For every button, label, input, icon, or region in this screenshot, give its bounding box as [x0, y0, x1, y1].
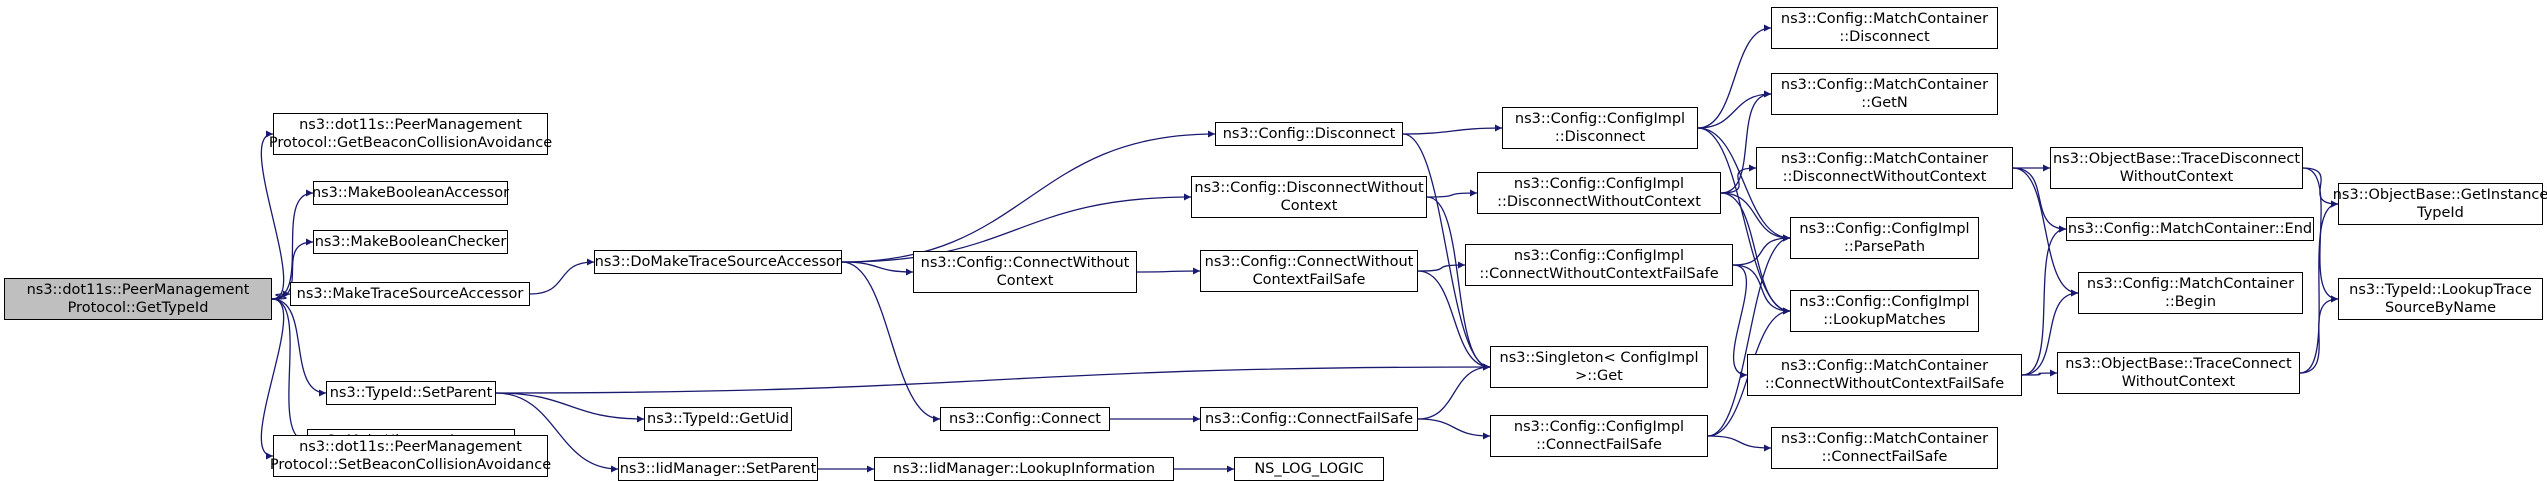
node-make-boolean-accessor[interactable]: ns3::MakeBooleanAccessor	[312, 181, 509, 205]
node-iid-manager-lookup-information[interactable]: ns3::IidManager::LookupInformation	[874, 457, 1174, 481]
edge-domake-to-cfgconnect	[841, 261, 941, 423]
node-match-container-end[interactable]: ns3::Config::MatchContainer::End	[2066, 217, 2314, 241]
edge-mcConnwofs-to-mcBegin	[2021, 289, 2079, 376]
edge-implConnfs-to-mcConnfs	[1707, 435, 1772, 452]
node-get-beacon-collision-avoidance[interactable]: ns3::dot11s::PeerManagement Protocol::Ge…	[269, 113, 552, 155]
edge-cfgconnwo-to-cfgconnwofs	[1136, 267, 1201, 275]
edge-cfgconnwofs-to-implConnwofs	[1417, 261, 1466, 272]
node-config-disconnect[interactable]: ns3::Config::Disconnect	[1215, 122, 1403, 146]
node-config-connect-fail-safe[interactable]: ns3::Config::ConnectFailSafe	[1200, 407, 1418, 431]
edge-setparent-to-getuid	[495, 392, 645, 423]
edge-mcDiscwo-to-mcBegin	[2012, 167, 2079, 297]
edge-obTraceConn-to-lookupTrace	[2299, 295, 2339, 374]
edge-root-to-setparent	[271, 298, 327, 397]
edge-implConnfs-to-parsepath	[1707, 234, 1791, 437]
node-match-container-connect-without-context-fail-safe[interactable]: ns3::Config::MatchContainer ::ConnectWit…	[1747, 354, 2022, 396]
node-match-container-disconnect-without-context[interactable]: ns3::Config::MatchContainer ::Disconnect…	[1756, 147, 2013, 189]
node-config-impl-connect-fail-safe[interactable]: ns3::Config::ConfigImpl ::ConnectFailSaf…	[1490, 415, 1708, 457]
node-match-container-begin[interactable]: ns3::Config::MatchContainer ::Begin	[2078, 272, 2303, 314]
node-type-id-set-parent[interactable]: ns3::TypeId::SetParent	[326, 381, 496, 405]
node-object-base-trace-disconnect-without-context[interactable]: ns3::ObjectBase::TraceDisconnect Without…	[2050, 147, 2303, 189]
edge-implConnwofs-to-parsepath	[1732, 234, 1791, 266]
node-type-id-lookup-trace-source-by-name[interactable]: ns3::TypeId::LookupTrace SourceByName	[2338, 278, 2543, 320]
edge-cfgconnwofs-to-singleton	[1417, 270, 1491, 371]
edge-implDiscwo-to-mcGetN	[1720, 90, 1772, 194]
node-peer-management-protocol-get-type-id: ns3::dot11s::PeerManagement Protocol::Ge…	[4, 278, 272, 320]
edge-root-to-setbeacon	[260, 298, 285, 460]
edge-cfgdisconnect-to-implDisconnect	[1402, 124, 1503, 135]
edge-setparent-to-singleton	[495, 363, 1491, 394]
node-config-connect[interactable]: ns3::Config::Connect	[940, 407, 1110, 431]
edge-cfgdiscwo-to-implDiscwo	[1426, 189, 1478, 198]
node-match-container-connect-fail-safe[interactable]: ns3::Config::MatchContainer ::ConnectFai…	[1771, 427, 1998, 469]
node-make-boolean-checker[interactable]: ns3::MakeBooleanChecker	[313, 230, 508, 254]
node-singleton-config-impl-get[interactable]: ns3::Singleton< ConfigImpl >::Get	[1490, 346, 1708, 388]
edge-cfgconnfs-to-implConnfs	[1417, 418, 1491, 440]
edge-root-to-maketrace	[271, 290, 291, 300]
node-object-base-get-instance-type-id[interactable]: ns3::ObjectBase::GetInstance TypeId	[2333, 183, 2547, 225]
edge-maketrace-to-domake	[529, 258, 595, 295]
node-config-impl-parse-path[interactable]: ns3::Config::ConfigImpl ::ParsePath	[1790, 217, 1979, 259]
node-config-impl-connect-without-context-fail-safe[interactable]: ns3::Config::ConfigImpl ::ConnectWithout…	[1465, 244, 1733, 286]
edge-mcConnwofs-to-mcEnd	[2021, 225, 2067, 376]
edge-implConnwofs-to-mcConnwofs	[1732, 264, 1748, 379]
node-match-container-disconnect[interactable]: ns3::Config::MatchContainer ::Disconnect	[1771, 7, 1998, 49]
edge-cfgconnfs-to-singleton	[1417, 363, 1491, 420]
edge-implDisconnect-to-parsepath	[1697, 127, 1791, 242]
edge-implDiscwo-to-parsepath	[1720, 192, 1791, 242]
edge-setparent-to-iidsetparent	[495, 392, 619, 473]
node-match-container-get-n[interactable]: ns3::Config::MatchContainer ::GetN	[1771, 73, 1998, 115]
edge-cfgdiscwo-to-singleton	[1426, 196, 1491, 371]
edge-obTraceDisc-to-obGetInst	[2302, 167, 2339, 208]
node-do-make-trace-source-accessor[interactable]: ns3::DoMakeTraceSourceAccessor	[594, 250, 842, 274]
node-set-beacon-collision-avoidance[interactable]: ns3::dot11s::PeerManagement Protocol::Se…	[270, 435, 551, 477]
edge-implDiscwo-to-lookupmatches	[1720, 192, 1791, 315]
edge-mcConnwofs-to-obTraceConn	[2021, 369, 2058, 377]
edge-implDiscwo-to-mcDiscwo	[1720, 164, 1757, 194]
edge-obTraceConn-to-obGetInst	[2299, 200, 2339, 374]
node-config-disconnect-without-context[interactable]: ns3::Config::DisconnectWithout Context	[1191, 176, 1427, 218]
node-config-connect-without-context[interactable]: ns3::Config::ConnectWithout Context	[913, 251, 1137, 293]
node-config-impl-lookup-matches[interactable]: ns3::Config::ConfigImpl ::LookupMatches	[1790, 290, 1979, 332]
edge-implDisconnect-to-mcGetN	[1697, 90, 1772, 129]
node-object-base-trace-connect-without-context[interactable]: ns3::ObjectBase::TraceConnect WithoutCon…	[2057, 352, 2300, 394]
edge-domake-to-cfgdiscwo	[841, 193, 1192, 263]
node-config-impl-disconnect[interactable]: ns3::Config::ConfigImpl ::Disconnect	[1502, 107, 1698, 149]
edge-domake-to-cfgdisconnect	[841, 130, 1216, 263]
edge-root-to-getbeacon	[260, 130, 285, 300]
edge-implConnwofs-to-lookupmatches	[1732, 264, 1791, 315]
edge-mcDiscwo-to-mcEnd	[2012, 167, 2067, 233]
edge-implDisconnect-to-mcDisconnect	[1697, 24, 1772, 129]
node-config-connect-without-context-fail-safe[interactable]: ns3::Config::ConnectWithout ContextFailS…	[1200, 250, 1418, 292]
node-iid-manager-set-parent[interactable]: ns3::IidManager::SetParent	[618, 457, 818, 481]
edge-root-to-makeuint	[271, 298, 308, 445]
node-config-impl-disconnect-without-context[interactable]: ns3::Config::ConfigImpl ::DisconnectWith…	[1477, 172, 1721, 214]
node-make-trace-source-accessor[interactable]: ns3::MakeTraceSourceAccessor	[290, 282, 530, 306]
edge-domake-to-cfgconnwo	[841, 261, 914, 276]
node-type-id-get-uid[interactable]: ns3::TypeId::GetUid	[644, 407, 792, 431]
node-ns-log-logic[interactable]: NS_LOG_LOGIC	[1234, 457, 1384, 481]
